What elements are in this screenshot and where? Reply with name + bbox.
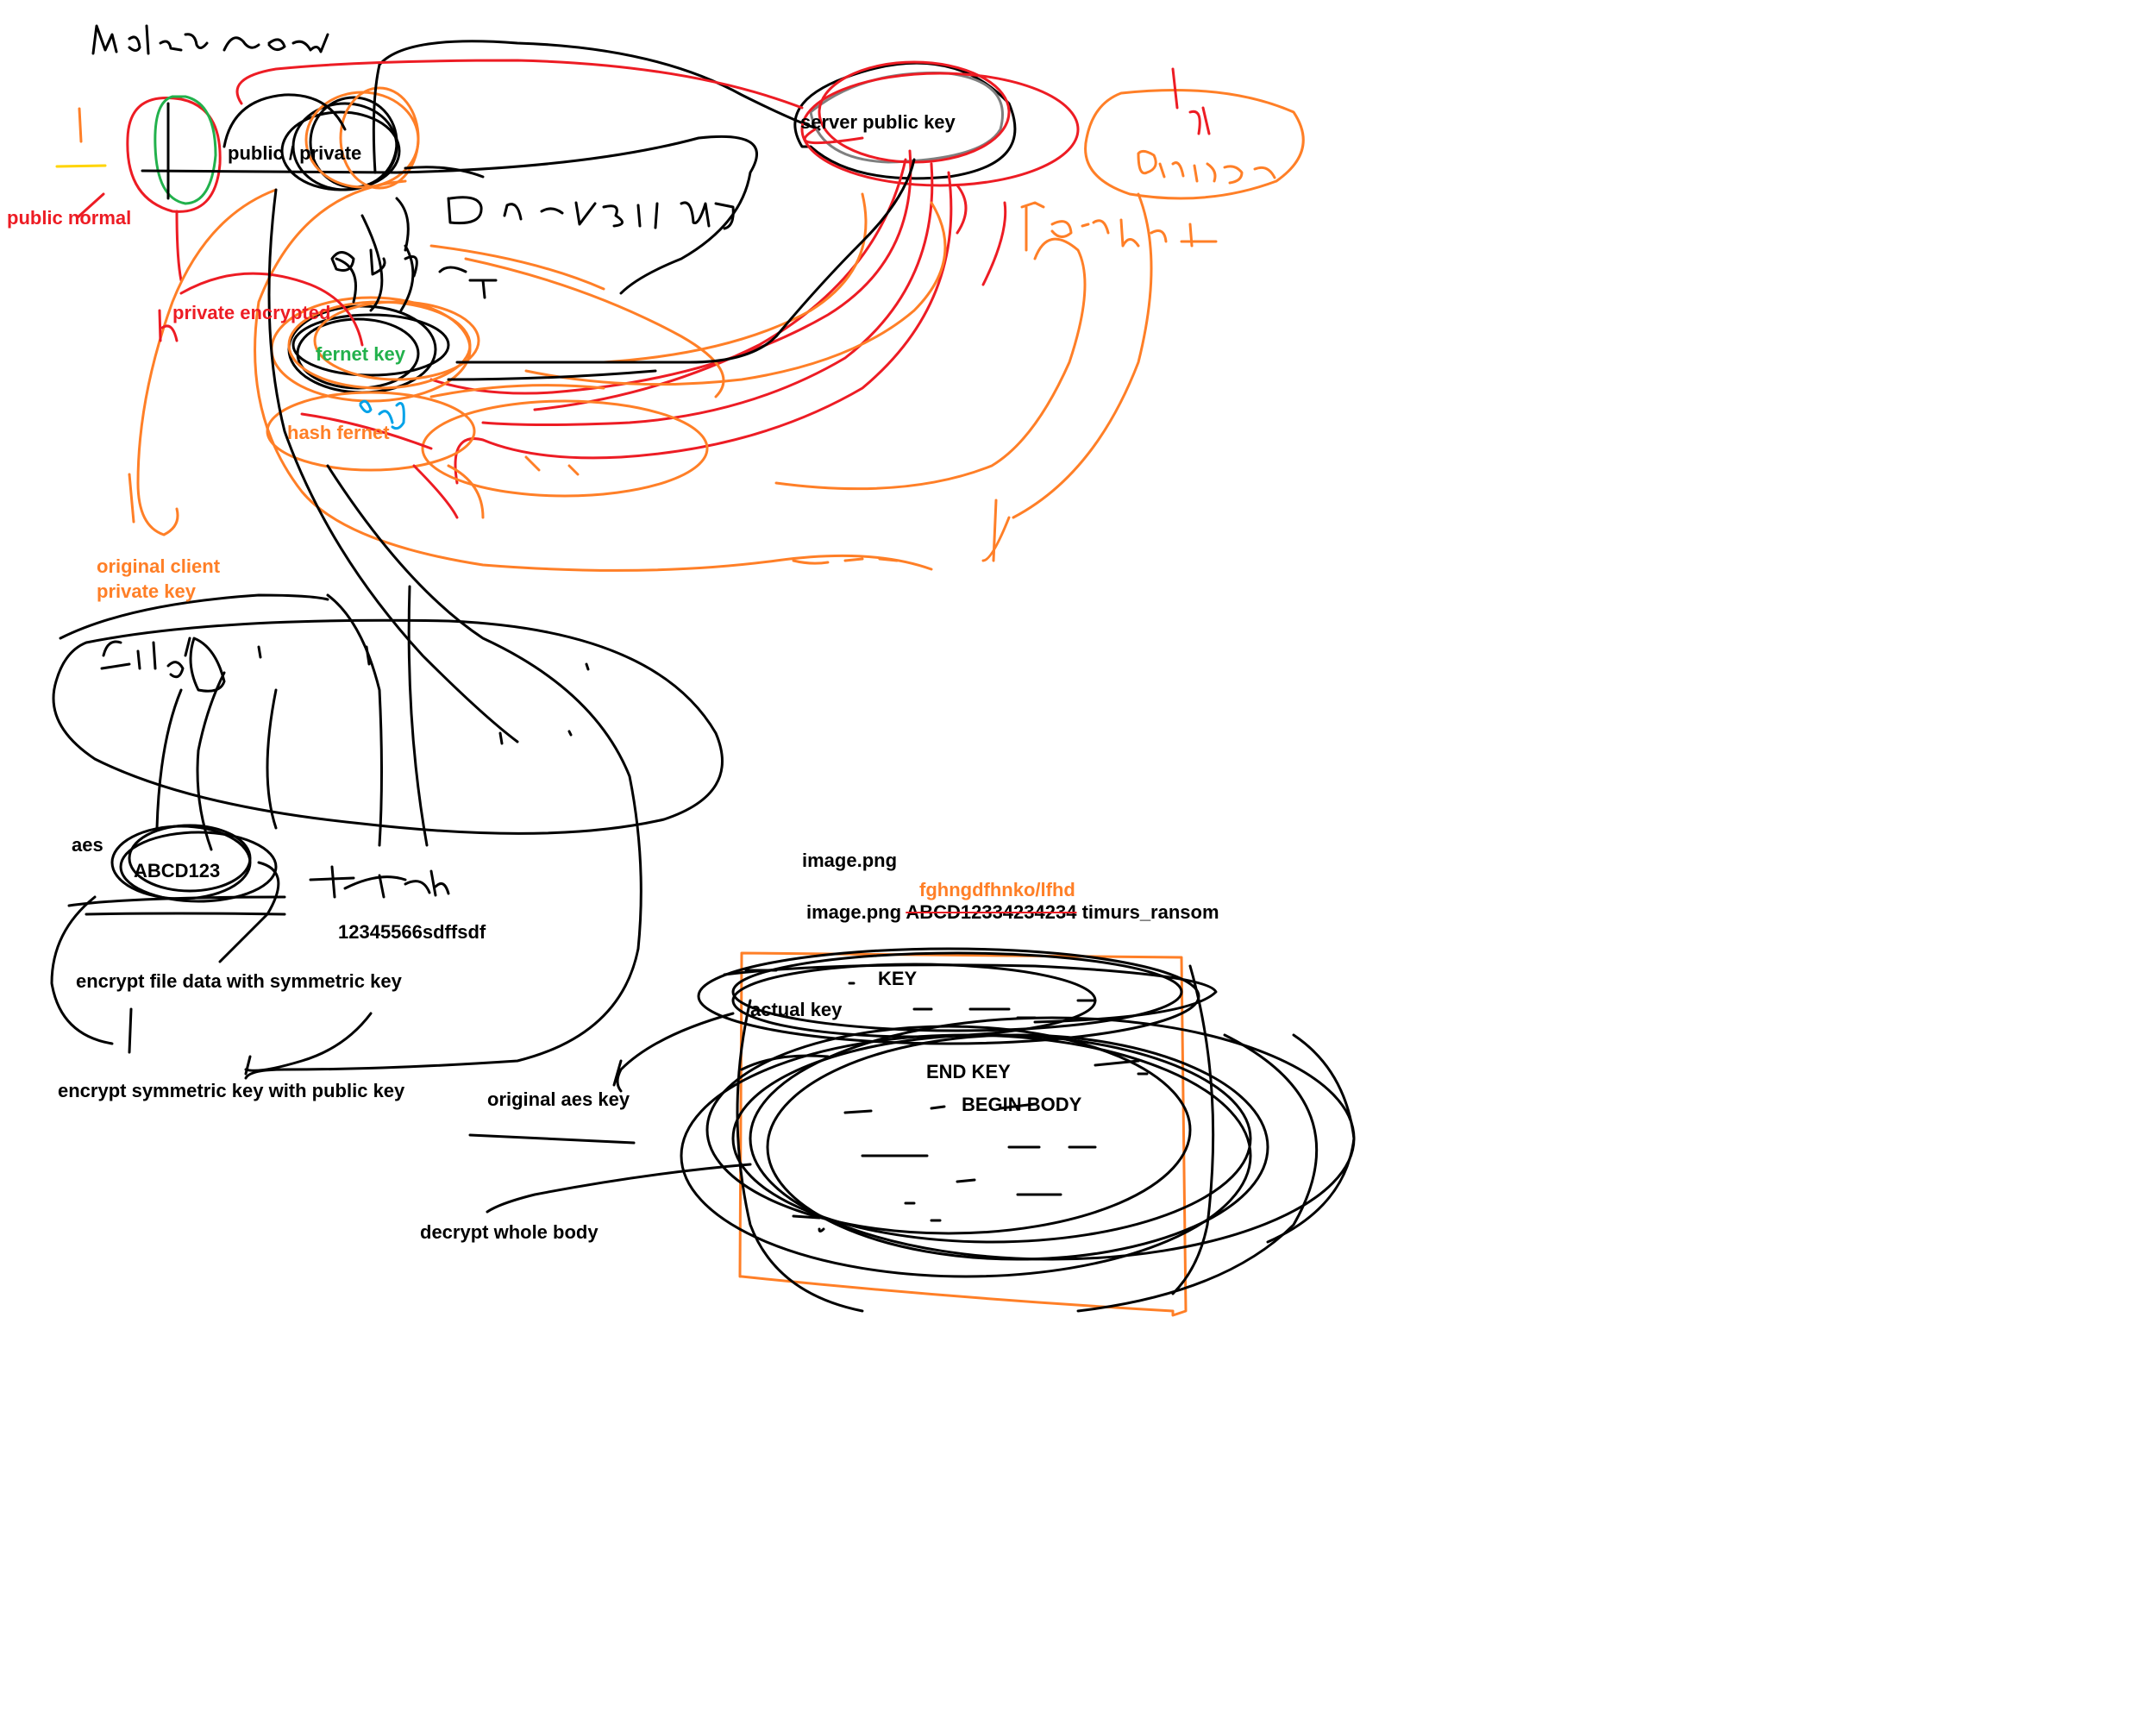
image-file-block (680, 947, 1356, 1317)
label-encrypt-file-data: encrypt file data with symmetric key (76, 970, 402, 992)
label-abcd123: ABCD123 (134, 860, 221, 881)
red-arrow-public-normal (76, 192, 105, 219)
label-decrypt-whole-body: decrypt whole body (420, 1221, 599, 1243)
handwriting-obj (330, 248, 418, 278)
underline-original-aes (468, 1133, 636, 1145)
label-public-private: public / private (228, 142, 362, 164)
black-arc-top (378, 40, 821, 131)
label-fernet-key: fernet key (316, 343, 405, 365)
orange-tick (78, 107, 83, 143)
label-key: KEY (878, 968, 918, 989)
handwriting-decryption (447, 196, 735, 230)
label-image-png: image.png (802, 850, 898, 871)
filename-prefix: image.png (806, 901, 902, 923)
label-hash-value: 12345566sdffsdf (338, 921, 486, 943)
label-actual-key: actual key (750, 999, 843, 1020)
label-filename-line: image.png ABCD12334234234 timurs_ransom (806, 903, 1219, 922)
filename-struck: ABCD12334234234 (906, 901, 1077, 923)
label-private-encrypted: private encrypted (172, 302, 331, 323)
public-normal-loops (126, 95, 398, 282)
arrow-decrypt-whole-body (486, 1163, 752, 1214)
red-h (158, 309, 179, 342)
handwriting-fernet-right (1020, 201, 1218, 252)
arrow-encrypt-symmetric (244, 1012, 373, 1076)
label-aes: aes (72, 834, 103, 856)
public-private-knot (222, 63, 485, 191)
orange-long-loops (128, 179, 1153, 572)
handwriting-malware (91, 24, 329, 55)
label-encrypt-symmetric-key: encrypt symmetric key with public key (58, 1080, 405, 1101)
label-original-client-private-key-2: private key (97, 580, 196, 602)
filename-suffix: timurs_ransom (1081, 901, 1219, 923)
label-hash-fernet: hash fernet (287, 422, 390, 443)
black-return-curve (395, 135, 758, 295)
handwriting-hash (309, 865, 450, 899)
file-loop (52, 188, 724, 1080)
aes-abcd-loop (50, 824, 286, 1054)
label-original-client-private-key-1: original client (97, 555, 221, 577)
label-server-public-key: server public key (800, 111, 956, 133)
black-arc-server-right (793, 61, 1017, 180)
handwriting-file (100, 637, 191, 679)
label-end-key: END KEY (926, 1061, 1011, 1082)
label-original-aes-key: original aes key (487, 1088, 630, 1110)
label-public-normal: public normal (7, 207, 132, 229)
private-encrypted-hook (179, 272, 364, 347)
blue-scribble (359, 399, 405, 430)
label-random-string: fghngdfhnko/lfhd (919, 879, 1075, 900)
hash-fernet-loops (266, 384, 709, 519)
handwriting-ct (438, 266, 498, 299)
arrow-original-aes-key (612, 1012, 735, 1093)
label-begin-body: BEGIN BODY (962, 1094, 1082, 1115)
fernet-key-knot (270, 158, 916, 403)
private-orange-bubble (1084, 67, 1305, 200)
